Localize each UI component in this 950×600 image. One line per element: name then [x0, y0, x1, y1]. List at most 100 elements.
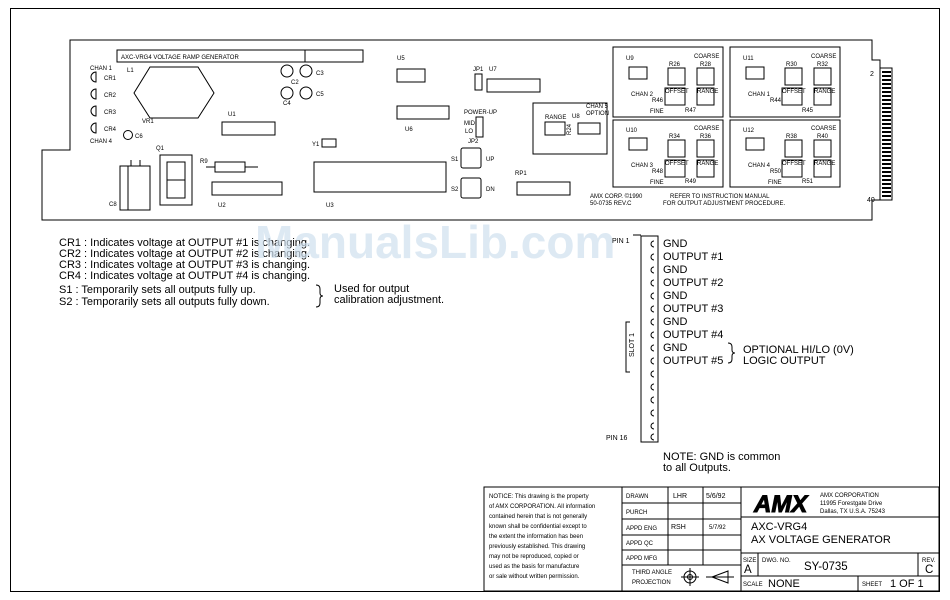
appd-mfg-label: APPD MFG — [626, 556, 658, 562]
r24-label: R24 — [567, 123, 573, 135]
gnd-note-line-1: NOTE: GND is common — [663, 451, 780, 463]
r50-label: R50 — [770, 169, 782, 175]
appd-eng-date: 5/7/92 — [709, 525, 726, 531]
pin1-label: PIN 1 — [612, 238, 630, 245]
chan4-led-label: CHAN 4 — [90, 139, 113, 145]
q1-label: Q1 — [156, 146, 165, 152]
switch-s2 — [460, 177, 482, 199]
capacitor-c6 — [123, 130, 133, 140]
notice-line-4: known shall be confidential except to — [489, 524, 587, 530]
u10-label: U10 — [626, 128, 638, 134]
channel-block-chan2 — [612, 46, 724, 118]
projection-line-1: THIRD ANGLE — [632, 570, 672, 576]
refer-line-2: FOR OUTPUT ADJUSTMENT PROCEDURE. — [663, 201, 785, 207]
gnd-note-line-2: to all Outputs. — [663, 462, 731, 474]
c4-label: C4 — [283, 101, 291, 107]
pin-output-5: OUTPUT #5 — [663, 355, 723, 367]
capacitor-group — [280, 64, 313, 100]
optional-line-1: OPTIONAL HI/LO (0V) — [743, 344, 854, 356]
pin-gnd-5: GND — [663, 342, 688, 354]
notice-line-3: contained herein that is not generally — [489, 514, 587, 520]
chan5-option-block — [532, 102, 608, 155]
r47-label: R47 — [685, 108, 697, 114]
drawn-date: 5/6/92 — [706, 493, 726, 500]
led-group — [90, 71, 97, 134]
pcb-board — [41, 39, 893, 221]
company-line-3: Dallas, TX U.S.A. 75243 — [820, 509, 886, 515]
notice-line-7: may not be reproduced, copied or — [489, 554, 579, 560]
c2-label: C2 — [291, 80, 299, 86]
board-title-box — [116, 49, 364, 63]
connector-pins — [650, 240, 655, 441]
r51-label: R51 — [802, 179, 814, 185]
notice-line-9: or sale without written permission. — [489, 574, 580, 580]
ic-chips — [211, 68, 601, 196]
chan5-label: CHAN 5 — [586, 104, 609, 110]
offset-label-2: OFFSET — [782, 89, 806, 95]
optional-brace — [727, 342, 736, 364]
range-label-3: RANGE — [697, 161, 718, 167]
r34-label: R34 — [669, 134, 681, 140]
cr2-label: CR2 — [104, 93, 117, 99]
u3-label: U3 — [326, 203, 334, 209]
u6-label: U6 — [405, 127, 413, 133]
r30-label: R30 — [786, 62, 798, 68]
c5-label: C5 — [316, 92, 324, 98]
transistor-q1 — [159, 154, 193, 206]
l1-label: L1 — [127, 68, 134, 74]
u8-label: U8 — [572, 114, 580, 120]
u7-label: U7 — [489, 67, 497, 73]
s-brace — [315, 284, 324, 308]
s2-board-label: S2 — [451, 187, 459, 193]
jp1-label: JP1 — [473, 67, 484, 73]
powerup-label: POWER-UP — [464, 110, 497, 116]
u11-label: U11 — [743, 56, 754, 62]
range-label-1: RANGE — [697, 89, 718, 95]
note-cr3: CR3 : Indicates voltage at OUTPUT #3 is … — [59, 259, 310, 271]
c3-label: C3 — [316, 71, 324, 77]
note-cr1: CR1 : Indicates voltage at OUTPUT #1 is … — [59, 237, 310, 249]
corp-line-1: AMX CORP. ©1990 — [590, 193, 643, 200]
sheet-label: SHEET — [862, 582, 882, 588]
drawn-label: DRAWN — [626, 494, 648, 500]
company-line-1: AMX CORPORATION — [820, 493, 879, 499]
c8-label: C8 — [109, 202, 117, 208]
projection-symbol-icon — [681, 568, 734, 586]
r49-label: R49 — [685, 179, 697, 185]
y1-label: Y1 — [312, 142, 320, 148]
pin16-label: PIN 16 — [606, 435, 628, 442]
chan2-label: CHAN 2 — [631, 92, 654, 98]
pin-output-2: OUTPUT #2 — [663, 277, 723, 289]
scale-label: SCALE — [743, 582, 763, 588]
pin-output-1: OUTPUT #1 — [663, 251, 723, 263]
c6-label: C6 — [135, 134, 143, 140]
slot-connector — [640, 235, 659, 443]
sheet-value: 1 OF 1 — [890, 578, 924, 590]
drawn-by: LHR — [673, 493, 687, 500]
scale-value: NONE — [768, 578, 800, 590]
note-cr4: CR4 : Indicates voltage at OUTPUT #4 is … — [59, 270, 310, 282]
size-value: A — [744, 564, 752, 576]
fine-label-1: FINE — [650, 109, 664, 115]
appd-qc-label: APPD QC — [626, 541, 654, 547]
note-cr2: CR2 : Indicates voltage at OUTPUT #2 is … — [59, 248, 310, 260]
notice-line-8: used as the basis for manufacture — [489, 564, 580, 570]
r26-label: R26 — [669, 62, 681, 68]
dn-label: DN — [486, 187, 495, 193]
s-note-line-1: Used for output — [334, 283, 409, 295]
offset-label-3: OFFSET — [665, 161, 689, 167]
pin-gnd-2: GND — [663, 264, 688, 276]
r38-label: R38 — [786, 134, 798, 140]
inductor-l1 — [133, 66, 215, 119]
amx-logo: AMX — [753, 491, 809, 518]
s-note-line-2: calibration adjustment. — [334, 294, 444, 306]
title-line-1: AXC-VRG4 — [751, 521, 807, 533]
fine-label-3: FINE — [650, 180, 664, 186]
refer-line-1: REFER TO INSTRUCTION MANUAL — [670, 194, 770, 200]
chan1-led-label: CHAN 1 — [90, 66, 113, 72]
chan5-option-label: OPTION — [586, 111, 609, 117]
company-line-2: 11995 Forestgate Drive — [820, 501, 883, 507]
u9-label: U9 — [626, 56, 634, 62]
fine-label-4: FINE — [768, 180, 782, 186]
coarse-label-3: COARSE — [694, 126, 719, 132]
